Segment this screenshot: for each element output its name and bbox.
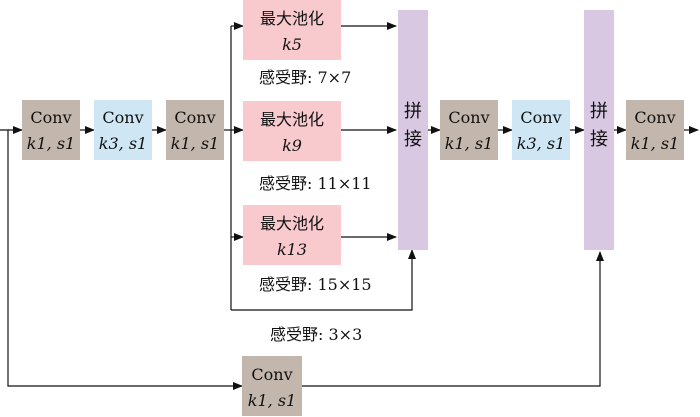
conv-mid-2-param: k3, s1 — [517, 134, 565, 153]
conv-bottom: Conv k1, s1 — [242, 356, 302, 416]
connectors — [0, 22, 699, 390]
concat-1: 拼 接 — [398, 10, 428, 250]
conv-mid-1-param: k1, s1 — [445, 134, 493, 153]
skip-receptive-label: 感受野: 3×3 — [270, 325, 362, 344]
pool-k13-param: k13 — [277, 240, 307, 259]
conv-out: Conv k1, s1 — [626, 100, 684, 160]
pool-k9-receptive: 感受野: 11×11 — [259, 174, 372, 193]
conv-bottom-param: k1, s1 — [248, 391, 296, 410]
conv-mid-1-title: Conv — [448, 108, 489, 127]
pool-k5-title: 最大池化 — [260, 9, 324, 28]
conv-mid-2-title: Conv — [520, 108, 561, 127]
pool-k5-box — [243, 0, 341, 60]
pool-k13-box — [243, 205, 341, 265]
pool-k13: 最大池化 k13 感受野: 15×15 — [243, 205, 372, 294]
pool-k13-receptive: 感受野: 15×15 — [259, 275, 372, 294]
concat-1-char-2: 接 — [404, 129, 422, 150]
conv-mid-2-box — [512, 100, 570, 160]
conv-input-3-title: Conv — [174, 108, 215, 127]
concat-1-char-1: 拼 — [404, 101, 422, 122]
concat-2-box — [584, 10, 614, 250]
conv-out-param: k1, s1 — [631, 134, 679, 153]
conv-input-2-box — [94, 100, 152, 160]
conv-input-1: Conv k1, s1 — [22, 100, 80, 160]
conv-out-box — [626, 100, 684, 160]
arrow-skip-concat — [231, 249, 416, 311]
arrow-convbottom-concat2 — [302, 251, 604, 387]
conv-input-3: Conv k1, s1 — [166, 100, 224, 160]
concat-2: 拼 接 — [584, 10, 614, 250]
conv-bottom-box — [242, 356, 302, 416]
pool-k5-param: k5 — [282, 35, 302, 54]
pool-k9: 最大池化 k9 感受野: 11×11 — [243, 101, 372, 193]
conv-input-1-box — [22, 100, 80, 160]
arrow-input-convbottom — [7, 130, 243, 390]
conv-input-2-param: k3, s1 — [99, 134, 147, 153]
conv-input-2-title: Conv — [102, 108, 143, 127]
conv-input-1-title: Conv — [30, 108, 71, 127]
pool-k9-title: 最大池化 — [260, 110, 324, 129]
concat-2-char-1: 拼 — [590, 101, 608, 122]
conv-mid-2: Conv k3, s1 — [512, 100, 570, 160]
conv-out-title: Conv — [634, 108, 675, 127]
concat-1-box — [398, 10, 428, 250]
concat-2-char-2: 接 — [590, 129, 608, 150]
conv-input-2: Conv k3, s1 — [94, 100, 152, 160]
conv-input-1-param: k1, s1 — [27, 134, 75, 153]
pool-k5: 最大池化 k5 感受野: 7×7 — [243, 0, 351, 87]
conv-input-3-box — [166, 100, 224, 160]
conv-bottom-title: Conv — [251, 365, 292, 384]
pool-k5-receptive: 感受野: 7×7 — [259, 68, 351, 87]
pool-k13-title: 最大池化 — [260, 214, 324, 233]
conv-input-3-param: k1, s1 — [171, 134, 219, 153]
pool-k9-param: k9 — [282, 136, 302, 155]
conv-mid-1: Conv k1, s1 — [440, 100, 498, 160]
conv-mid-1-box — [440, 100, 498, 160]
pool-k9-box — [243, 101, 341, 161]
